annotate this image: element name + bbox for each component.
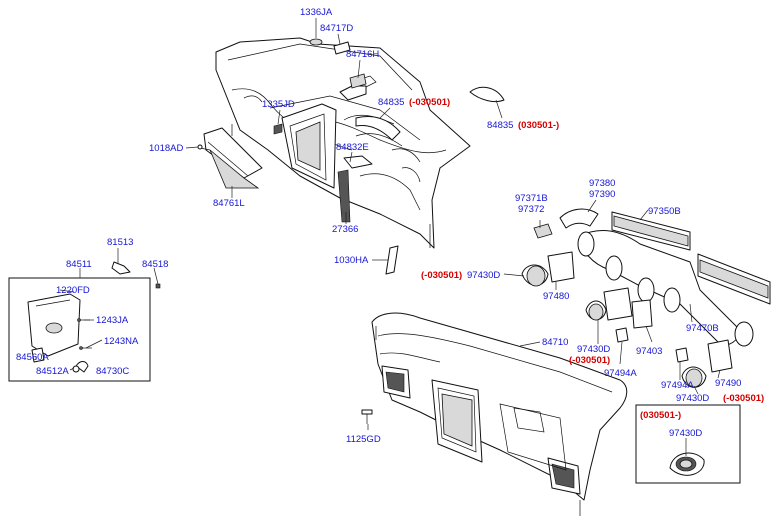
label-84832e: 84832E bbox=[336, 142, 369, 153]
label-84518: 84518 bbox=[142, 259, 168, 270]
label-97494a-b: 97494A bbox=[661, 380, 694, 391]
label-84511: 84511 bbox=[66, 259, 92, 270]
label-97430d-c-note: (-030501) bbox=[723, 393, 764, 404]
leader-lines bbox=[35, 18, 721, 456]
label-97380: 97380 bbox=[589, 178, 615, 189]
part-labels: 1336JA 84717D 84716H 1335JD 84835 (-0305… bbox=[16, 7, 764, 445]
label-97470b: 97470B bbox=[686, 323, 719, 334]
bracket-84761l bbox=[197, 127, 263, 189]
label-97371b: 97371B bbox=[515, 193, 548, 204]
label-1018ad: 1018AD bbox=[149, 143, 183, 154]
bolt-1125gd bbox=[361, 409, 373, 424]
vent-detail-frame bbox=[635, 404, 741, 484]
label-1243ja: 1243JA bbox=[96, 315, 129, 326]
label-1335jd: 1335JD bbox=[262, 99, 295, 110]
label-84710: 84710 bbox=[542, 337, 568, 348]
label-97430d-c: 97430D bbox=[676, 393, 709, 404]
label-97430d-a-note: (-030501) bbox=[421, 270, 462, 281]
label-1030ha: 1030HA bbox=[334, 255, 369, 266]
glovebox-detail bbox=[8, 261, 161, 382]
label-97430d-d: 97430D bbox=[669, 428, 702, 439]
label-1220fd: 1220FD bbox=[56, 285, 90, 296]
label-97372: 97372 bbox=[518, 204, 544, 215]
label-1243na: 1243NA bbox=[104, 336, 139, 347]
label-97430d-b-note: (-030501) bbox=[569, 355, 610, 366]
main-crash-pad bbox=[371, 312, 628, 516]
label-84835-b: 84835 bbox=[487, 120, 513, 131]
label-84835-b-note: (030501-) bbox=[518, 120, 559, 131]
label-1125gd: 1125GD bbox=[346, 434, 381, 445]
label-97350b: 97350B bbox=[648, 206, 681, 217]
label-97480: 97480 bbox=[543, 291, 569, 302]
label-27366: 27366 bbox=[332, 224, 358, 235]
label-84730c: 84730C bbox=[96, 366, 129, 377]
label-97430d-a: 97430D bbox=[467, 270, 500, 281]
label-030501: (030501-) bbox=[640, 410, 681, 421]
label-97494a-a: 97494A bbox=[604, 368, 637, 379]
label-84560a: 84560A bbox=[16, 352, 49, 363]
label-97430d-b: 97430D bbox=[577, 344, 610, 355]
label-84716h: 84716H bbox=[346, 49, 379, 60]
label-97403: 97403 bbox=[636, 346, 662, 357]
label-97390: 97390 bbox=[589, 189, 615, 200]
detail-frame bbox=[8, 277, 151, 382]
label-97490: 97490 bbox=[715, 378, 741, 389]
vent-detail bbox=[635, 404, 741, 484]
label-84512a: 84512A bbox=[36, 366, 69, 377]
upper-cowl-panel bbox=[215, 37, 471, 249]
duct-assembly bbox=[521, 208, 771, 388]
label-84761l: 84761L bbox=[213, 198, 245, 209]
label-84835-a-note: (-030501) bbox=[409, 97, 450, 108]
label-84717d: 84717D bbox=[320, 23, 353, 34]
label-84835-a: 84835 bbox=[378, 97, 404, 108]
top-small-parts bbox=[273, 38, 505, 275]
label-1336ja: 1336JA bbox=[300, 7, 333, 18]
label-81513: 81513 bbox=[107, 237, 133, 248]
